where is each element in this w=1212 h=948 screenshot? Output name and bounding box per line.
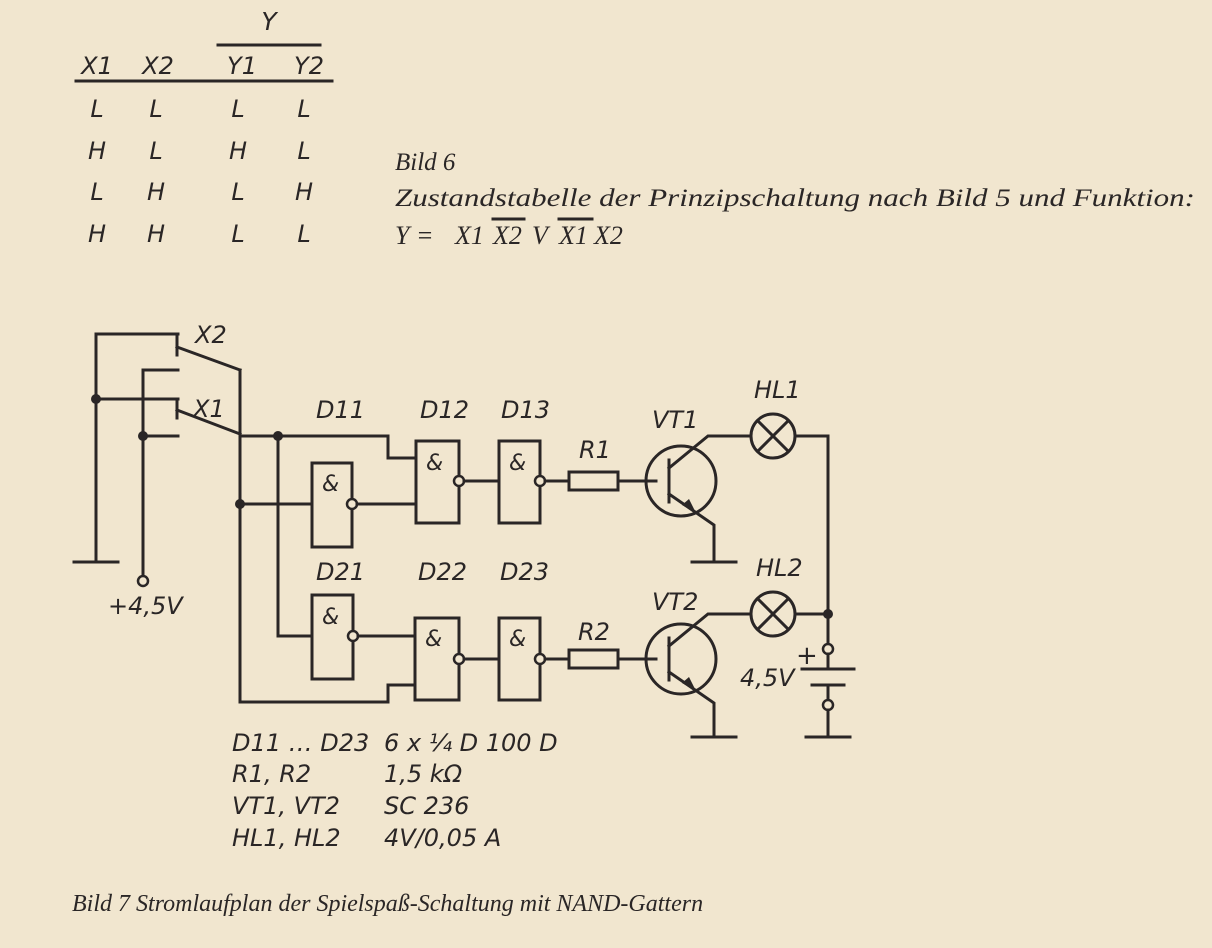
transistor-vt1 (644, 444, 718, 518)
transistor-vt2-label: VT2 (652, 588, 698, 616)
table-cell: H (88, 137, 106, 165)
table-cell: H (147, 178, 165, 206)
table-cell: L (231, 220, 244, 248)
table-cell: H (295, 178, 313, 206)
supply-terminal (136, 574, 150, 588)
part-value: 6 x ¼ D 100 D (384, 729, 558, 757)
formula-or: V (532, 221, 551, 250)
table-cell: L (149, 137, 162, 165)
lamp-hl1-cross (755, 418, 791, 454)
gate-label-d13: D13 (501, 396, 550, 424)
part-ref: R1, R2 (232, 760, 311, 788)
switch-x2-label: X2 (193, 321, 227, 349)
gate-symbol: & (509, 451, 526, 476)
bild6-title: Bild 6 (395, 149, 456, 176)
gate-symbol: & (425, 627, 442, 652)
part-value: 4V/0,05 A (384, 824, 501, 852)
truth-table: Y X1 X2 Y1 Y2 L L L L H L H L L H L H H … (74, 7, 334, 248)
gate-symbol: & (509, 627, 526, 652)
transistor-vt2 (644, 622, 718, 696)
gate-symbol: & (426, 451, 443, 476)
junction-dot (91, 394, 101, 404)
formula-term-x1: X1 (454, 221, 484, 250)
resistor-r2-label: R2 (578, 618, 610, 646)
table-header-x2: X2 (140, 52, 174, 80)
table-cell: H (147, 220, 165, 248)
battery-voltage-label: 4,5V (740, 664, 796, 692)
circuit-diagram: X2 +4,5V X1 & D11 & D12 (72, 321, 856, 739)
parts-list: D11 … D23 6 x ¼ D 100 D R1, R2 1,5 kΩ VT… (232, 729, 558, 852)
junction-dot (273, 431, 283, 441)
table-cell: L (231, 178, 244, 206)
formula-term-x1-negated: X1 (558, 221, 588, 250)
part-ref: D11 … D23 (232, 729, 369, 757)
switch-x2-blade (175, 345, 242, 372)
formula-term-x2-negated: X2 (492, 221, 522, 250)
table-cell: L (297, 137, 310, 165)
resistor-r2 (567, 648, 620, 670)
table-header-y1: Y1 (227, 52, 257, 80)
transistor-vt2-collector (666, 612, 752, 649)
lower-gate-chain: & D21 & D22 & D23 R2 VT2 (276, 554, 833, 739)
table-cell: H (88, 220, 106, 248)
gate-label-d21: D21 (316, 558, 365, 586)
gate-label-d12: D12 (420, 396, 469, 424)
formula-lhs: Y = (395, 221, 434, 250)
bild7-caption: Bild 7 Stromlaufplan der Spielspaß-Schal… (72, 891, 703, 917)
switch-x1-blade (175, 408, 242, 436)
switch-x1-label: X1 (191, 395, 225, 423)
part-ref: VT1, VT2 (232, 792, 340, 820)
table-cell: L (90, 95, 103, 123)
wire-x2-bus (238, 368, 417, 704)
table-group-header: Y (261, 7, 278, 36)
upper-gate-chain: & D11 & D12 & D13 R1 VT1 (238, 376, 830, 646)
table-cell: H (229, 137, 247, 165)
supply-label: +4,5V (108, 592, 184, 620)
battery: + 4,5V (740, 641, 856, 739)
table-cell: L (90, 178, 103, 206)
bild6-caption: Bild 6 Zustandstabelle der Prinzipschalt… (395, 149, 1195, 250)
lamp-hl1-label: HL1 (754, 376, 801, 404)
gate-symbol: & (322, 472, 339, 497)
gate-label-d23: D23 (500, 558, 549, 586)
lamp-hl2-cross (755, 596, 791, 632)
wire-supply-rail (141, 368, 180, 582)
lamp-hl2-label: HL2 (756, 554, 803, 582)
bild6-text: Zustandstabelle der Prinzipschaltung nac… (395, 185, 1195, 212)
wire-lamp-rail (793, 434, 830, 646)
bild6-formula: Y = X1 X2 V X1 X2 (395, 217, 623, 250)
gate-label-d11: D11 (316, 396, 365, 424)
emitter-arrow (682, 677, 696, 691)
table-cell: L (297, 95, 310, 123)
junction-dot (823, 609, 833, 619)
table-cell: L (149, 95, 162, 123)
table-header-x1: X1 (79, 52, 113, 80)
transistor-vt1-label: VT1 (652, 406, 698, 434)
input-switches: X2 +4,5V X1 (72, 321, 418, 704)
emitter-arrow (682, 499, 696, 513)
part-ref: HL1, HL2 (232, 824, 341, 852)
resistor-r1 (567, 470, 620, 492)
table-cell: L (231, 95, 244, 123)
junction-dot (138, 431, 148, 441)
table-cell: L (297, 220, 310, 248)
formula-term-x2: X2 (593, 221, 623, 250)
part-value: SC 236 (384, 792, 469, 820)
transistor-vt1-collector (666, 434, 752, 471)
table-header-y2: Y2 (294, 52, 324, 80)
wire-x1-bus (238, 434, 418, 460)
wire-ground-rail (94, 332, 180, 564)
gate-symbol: & (322, 605, 339, 630)
part-value: 1,5 kΩ (384, 760, 463, 788)
resistor-r1-label: R1 (579, 436, 611, 464)
battery-plus-sign: + (796, 641, 818, 671)
gate-label-d22: D22 (418, 558, 467, 586)
